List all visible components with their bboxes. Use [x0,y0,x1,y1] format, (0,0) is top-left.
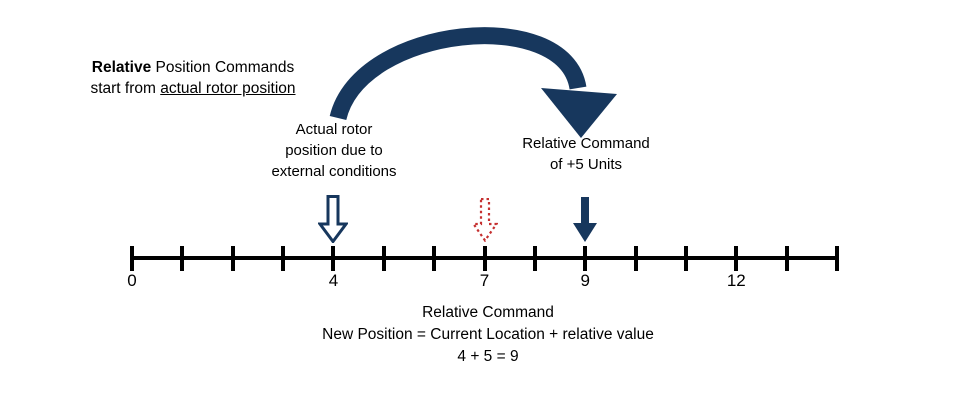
tick-mark [835,246,839,271]
intro-note: Relative Position Commands start from ac… [33,57,353,99]
tick-mark [683,246,688,271]
relative-command-line2: of +5 Units [549,156,623,173]
relative-command-callout: Relative Command of +5 Units [486,133,686,175]
down-arrow-solid-icon [572,197,598,242]
footer-line2: New Position = Current Location + relati… [322,326,654,343]
tick-mark [230,246,235,271]
tick-mark [180,246,185,271]
actual-rotor-line2: position due to [285,142,383,159]
actual-rotor-line3: external conditions [271,163,397,180]
tick-label-4: 4 [328,271,339,290]
tick-mark [482,246,487,271]
tick-label-9: 9 [580,271,590,290]
footer-note: Relative Command New Position = Current … [288,302,688,368]
down-arrow-dotted-icon [471,198,498,242]
tick-mark [734,246,739,271]
intro-note-underlined-text: actual rotor position [160,80,296,97]
actual-rotor-line1: Actual rotor [295,121,373,138]
tick-mark [432,246,437,271]
tick-mark [130,246,134,271]
tick-label-0: 0 [127,271,137,290]
tick-mark [784,246,789,271]
relative-command-line1: Relative Command [522,135,650,152]
tick-mark [583,246,588,271]
tick-mark [331,246,336,271]
tick-mark [532,246,537,271]
down-arrow-outline-icon [318,195,349,243]
footer-line3: 4 + 5 = 9 [457,348,519,365]
footer-line1: Relative Command [422,304,554,321]
tick-mark [281,246,286,271]
tick-mark [381,246,386,271]
tick-label-7: 7 [479,271,490,290]
tick-mark [633,246,638,271]
tick-label-12: 12 [726,271,746,290]
intro-note-line2-start: start from [90,80,161,97]
intro-note-line1-rest: Position Commands [151,59,295,76]
intro-note-line1: Relative Position Commands [33,57,353,78]
intro-note-bold-text: Relative [91,59,152,76]
intro-note-line2: start from actual rotor position [33,78,353,99]
actual-rotor-callout: Actual rotor position due to external co… [234,119,434,182]
